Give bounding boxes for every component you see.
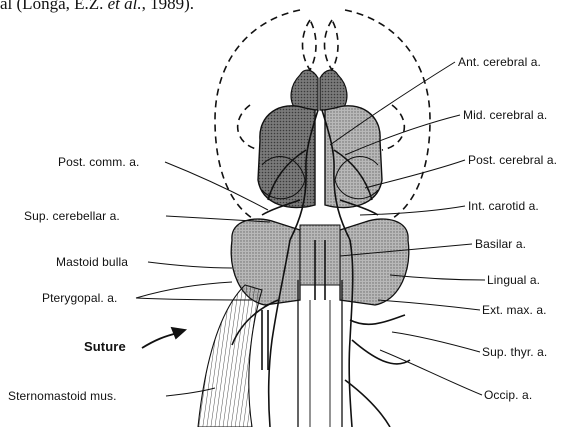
label-sternomastoid-mus: Sternomastoid mus. [8, 389, 117, 403]
label-sup-cerebellar-a: Sup. cerebellar a. [24, 209, 120, 223]
label-mastoid-bulla: Mastoid bulla [56, 255, 128, 269]
skull-outline [215, 10, 430, 220]
label-post-cerebral-a: Post. cerebral a. [468, 153, 557, 167]
label-pterygopal-a: Pterygopal. a. [42, 291, 117, 305]
label-mid-cerebral-a: Mid. cerebral a. [463, 108, 547, 122]
spinal-cord [298, 280, 342, 427]
label-sup-thyr-a: Sup. thyr. a. [482, 345, 547, 359]
label-basilar-a: Basilar a. [475, 237, 526, 251]
olfactory-bulbs [291, 70, 347, 110]
label-int-carotid-a: Int. carotid a. [468, 199, 539, 213]
label-ext-max-a: Ext. max. a. [482, 303, 547, 317]
label-lingual-a: Lingual a. [487, 273, 540, 287]
label-post-comm-a: Post. comm. a. [58, 155, 139, 169]
sternomastoid-muscle [198, 285, 262, 427]
label-occip-a: Occip. a. [484, 388, 532, 402]
label-ant-cerebral-a: Ant. cerebral a. [458, 55, 541, 69]
suture-arrow [142, 328, 185, 348]
label-suture: Suture [84, 339, 126, 354]
